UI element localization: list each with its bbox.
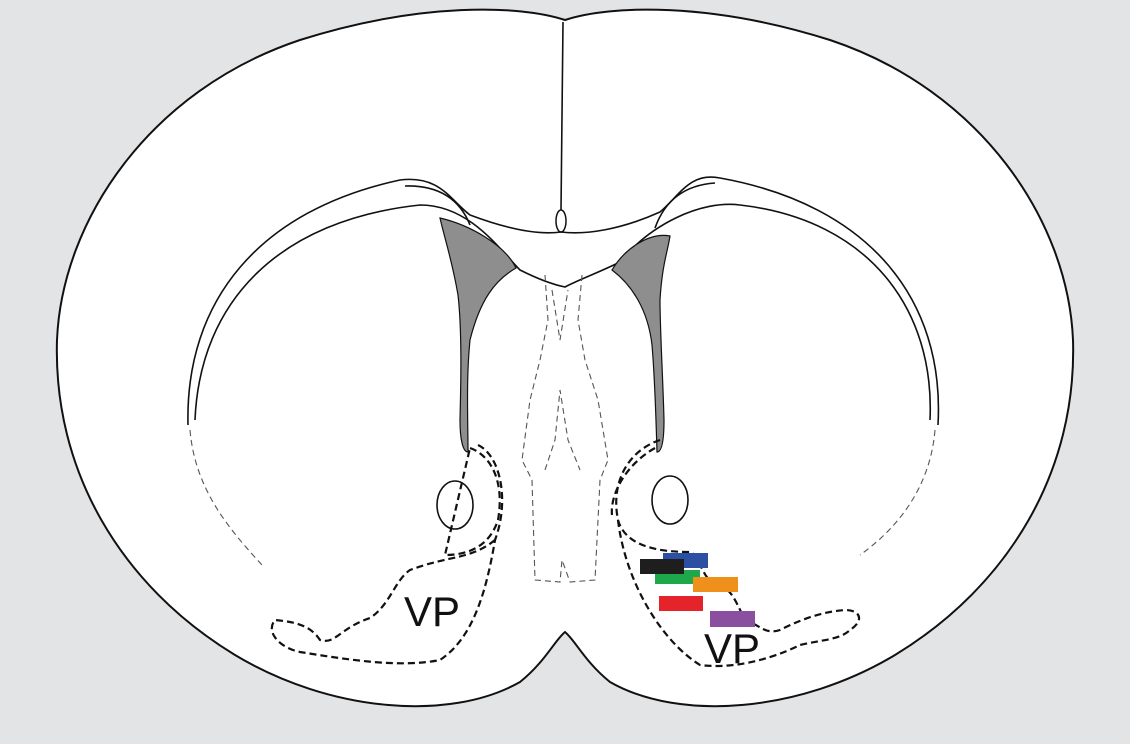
right-striatum-boundary <box>859 429 936 556</box>
marker-red <box>659 596 703 611</box>
left-vp-label: VP <box>404 588 460 635</box>
callosum-line-left <box>404 185 471 226</box>
midline-oval <box>555 209 567 233</box>
left-anterior-commissure <box>436 480 474 530</box>
left-accumbens-boundary <box>443 443 504 557</box>
midline-fissure <box>560 21 564 211</box>
marker-black <box>640 559 684 574</box>
marker-purple <box>710 611 755 627</box>
right-vp-boundary <box>616 519 861 667</box>
callosum-line-right <box>654 182 716 229</box>
septum-inner-dashed <box>544 289 581 471</box>
right-anterior-commissure <box>651 475 689 525</box>
corpus-callosum-inner <box>194 203 932 421</box>
right-accumbens-boundary <box>610 438 716 586</box>
left-vp-boundary <box>270 537 497 665</box>
septum-dashed <box>521 274 609 583</box>
brain-outline <box>55 8 1075 708</box>
right-lateral-ventricle <box>611 234 671 453</box>
corpus-callosum-outer <box>187 176 940 426</box>
right-vp-label: VP <box>704 625 760 672</box>
marker-orange <box>693 577 738 592</box>
left-striatum-boundary <box>189 429 263 566</box>
